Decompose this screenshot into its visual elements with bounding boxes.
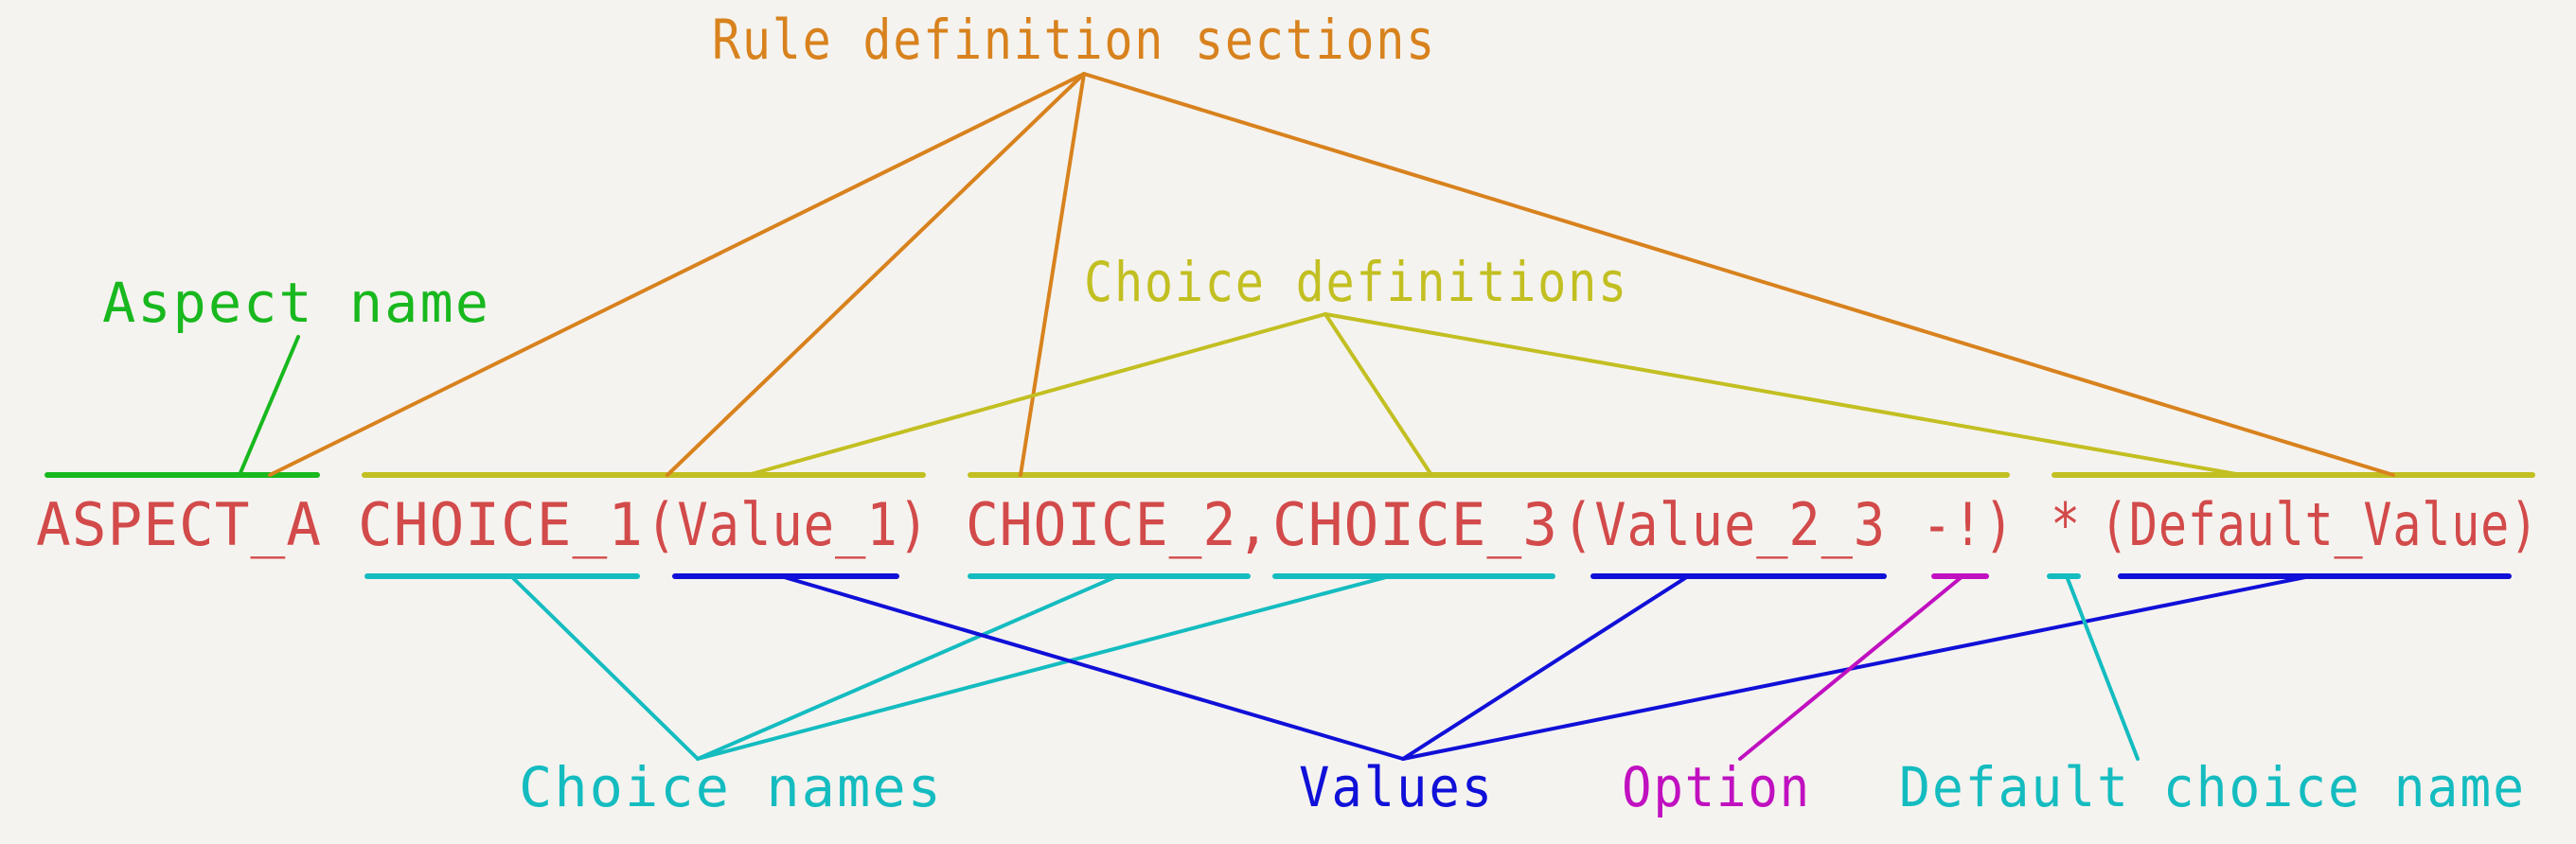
label-choice-definitions: Choice definitions bbox=[1084, 250, 1628, 314]
label-values: Values bbox=[1299, 755, 1494, 819]
values-leader-3 bbox=[1401, 574, 2312, 761]
choice-names-leader-1 bbox=[509, 574, 700, 761]
values-leader-1 bbox=[779, 574, 1405, 761]
label-rule-definition-sections: Rule definition sections bbox=[712, 8, 1436, 72]
label-option: Option bbox=[1622, 755, 1811, 819]
label-aspect-name: Aspect name bbox=[102, 271, 490, 335]
choice-names-leaders bbox=[509, 574, 1392, 761]
choice-def-leader-1 bbox=[746, 312, 1327, 477]
choice-def-leader-3 bbox=[1324, 312, 2244, 477]
code-choice-3: CHOICE_3 bbox=[1272, 490, 1558, 559]
rule-code-line: ASPECT_A CHOICE_1 (Value_1) CHOICE_2, CH… bbox=[36, 490, 2539, 559]
code-option-flag: -!) bbox=[1922, 490, 2015, 559]
option-leader bbox=[1738, 574, 1964, 761]
choice-def-leader-2 bbox=[1324, 312, 1433, 477]
aspect-name-leader bbox=[238, 335, 300, 477]
rule-leader-aspect bbox=[268, 72, 1086, 477]
rule-sections-leaders bbox=[268, 72, 2395, 477]
code-value-2-3: (Value_2_3 bbox=[1562, 490, 1886, 559]
code-choice-2: CHOICE_2, bbox=[966, 490, 1270, 559]
rule-leader-section-3 bbox=[1082, 72, 2395, 477]
choice-names-leader-2 bbox=[696, 574, 1119, 761]
code-aspect-name: ASPECT_A bbox=[36, 490, 322, 559]
code-default-value: (Default_Value) bbox=[2100, 490, 2539, 559]
values-leaders bbox=[779, 574, 2312, 761]
code-default-star: * bbox=[2051, 490, 2081, 559]
rule-leader-section-1 bbox=[666, 72, 1086, 477]
labels: Rule definition sections Aspect name Cho… bbox=[102, 8, 2526, 819]
label-default-choice-name: Default choice name bbox=[1899, 755, 2526, 819]
choice-definitions-leaders bbox=[746, 312, 2244, 477]
rule-leader-section-2 bbox=[1019, 72, 1086, 477]
default-choice-name-leader bbox=[2065, 574, 2140, 761]
label-choice-names: Choice names bbox=[519, 755, 943, 819]
code-choice-1: CHOICE_1 bbox=[358, 490, 644, 559]
code-value-1: (Value_1) bbox=[646, 490, 930, 559]
values-leader-2 bbox=[1401, 574, 1690, 761]
choice-names-leader-3 bbox=[696, 574, 1392, 761]
